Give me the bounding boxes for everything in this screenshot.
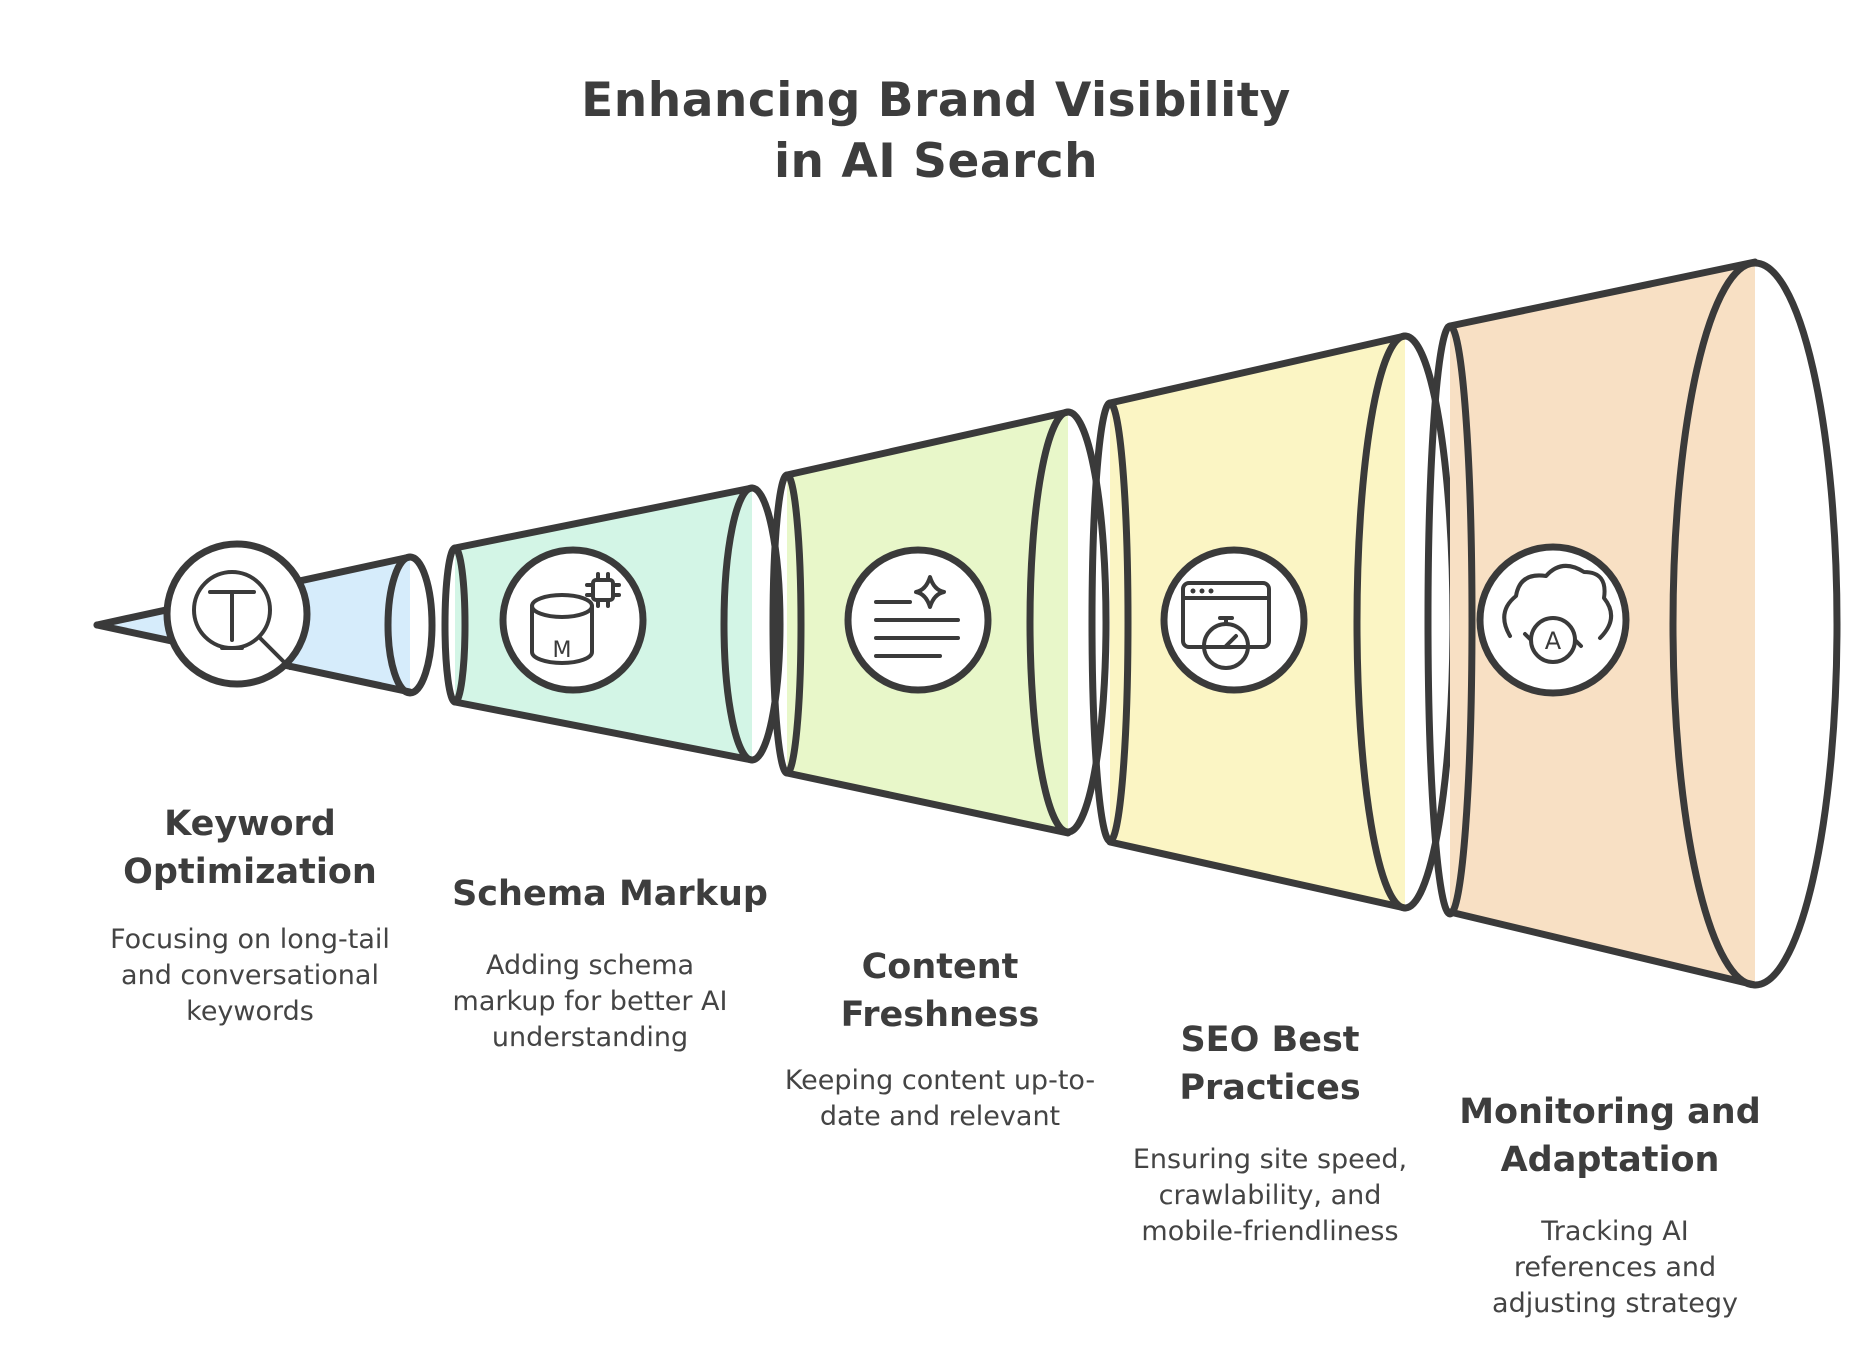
stage-label-monitoring-and-adaptation: Monitoring and Adaptation — [1440, 1088, 1780, 1184]
stage-label-keyword-optimization: Keyword Optimization — [110, 800, 390, 896]
cloud-ai-letter: A — [1545, 627, 1562, 655]
title-line-2: in AI Search — [0, 131, 1872, 192]
stage-label-seo-best-practices: SEO Best Practices — [1150, 1016, 1390, 1112]
database-markup-icon: M — [503, 550, 643, 690]
stage-desc-content-freshness: Keeping content up-to-date and relevant — [780, 1063, 1100, 1135]
stage-desc-schema-markup: Adding schema markup for better AI under… — [450, 948, 730, 1056]
document-sparkle-icon — [848, 550, 988, 690]
stage-label-schema-markup: Schema Markup — [425, 870, 795, 918]
stage-desc-monitoring-and-adaptation: Tracking AI references and adjusting str… — [1480, 1214, 1750, 1322]
page-title: Enhancing Brand Visibility in AI Search — [0, 70, 1872, 192]
stage-desc-seo-best-practices: Ensuring site speed, crawlability, and m… — [1110, 1142, 1430, 1250]
keyword-search-icon — [167, 544, 307, 684]
stage-desc-keyword-optimization: Focusing on long-tail and conversational… — [100, 922, 400, 1030]
stage-label-content-freshness: Content Freshness — [820, 943, 1060, 1039]
title-line-1: Enhancing Brand Visibility — [0, 70, 1872, 131]
cloud-ai-cycle-icon: A — [1480, 547, 1626, 693]
browser-stopwatch-icon — [1164, 550, 1304, 690]
database-markup-letter: M — [553, 638, 572, 663]
